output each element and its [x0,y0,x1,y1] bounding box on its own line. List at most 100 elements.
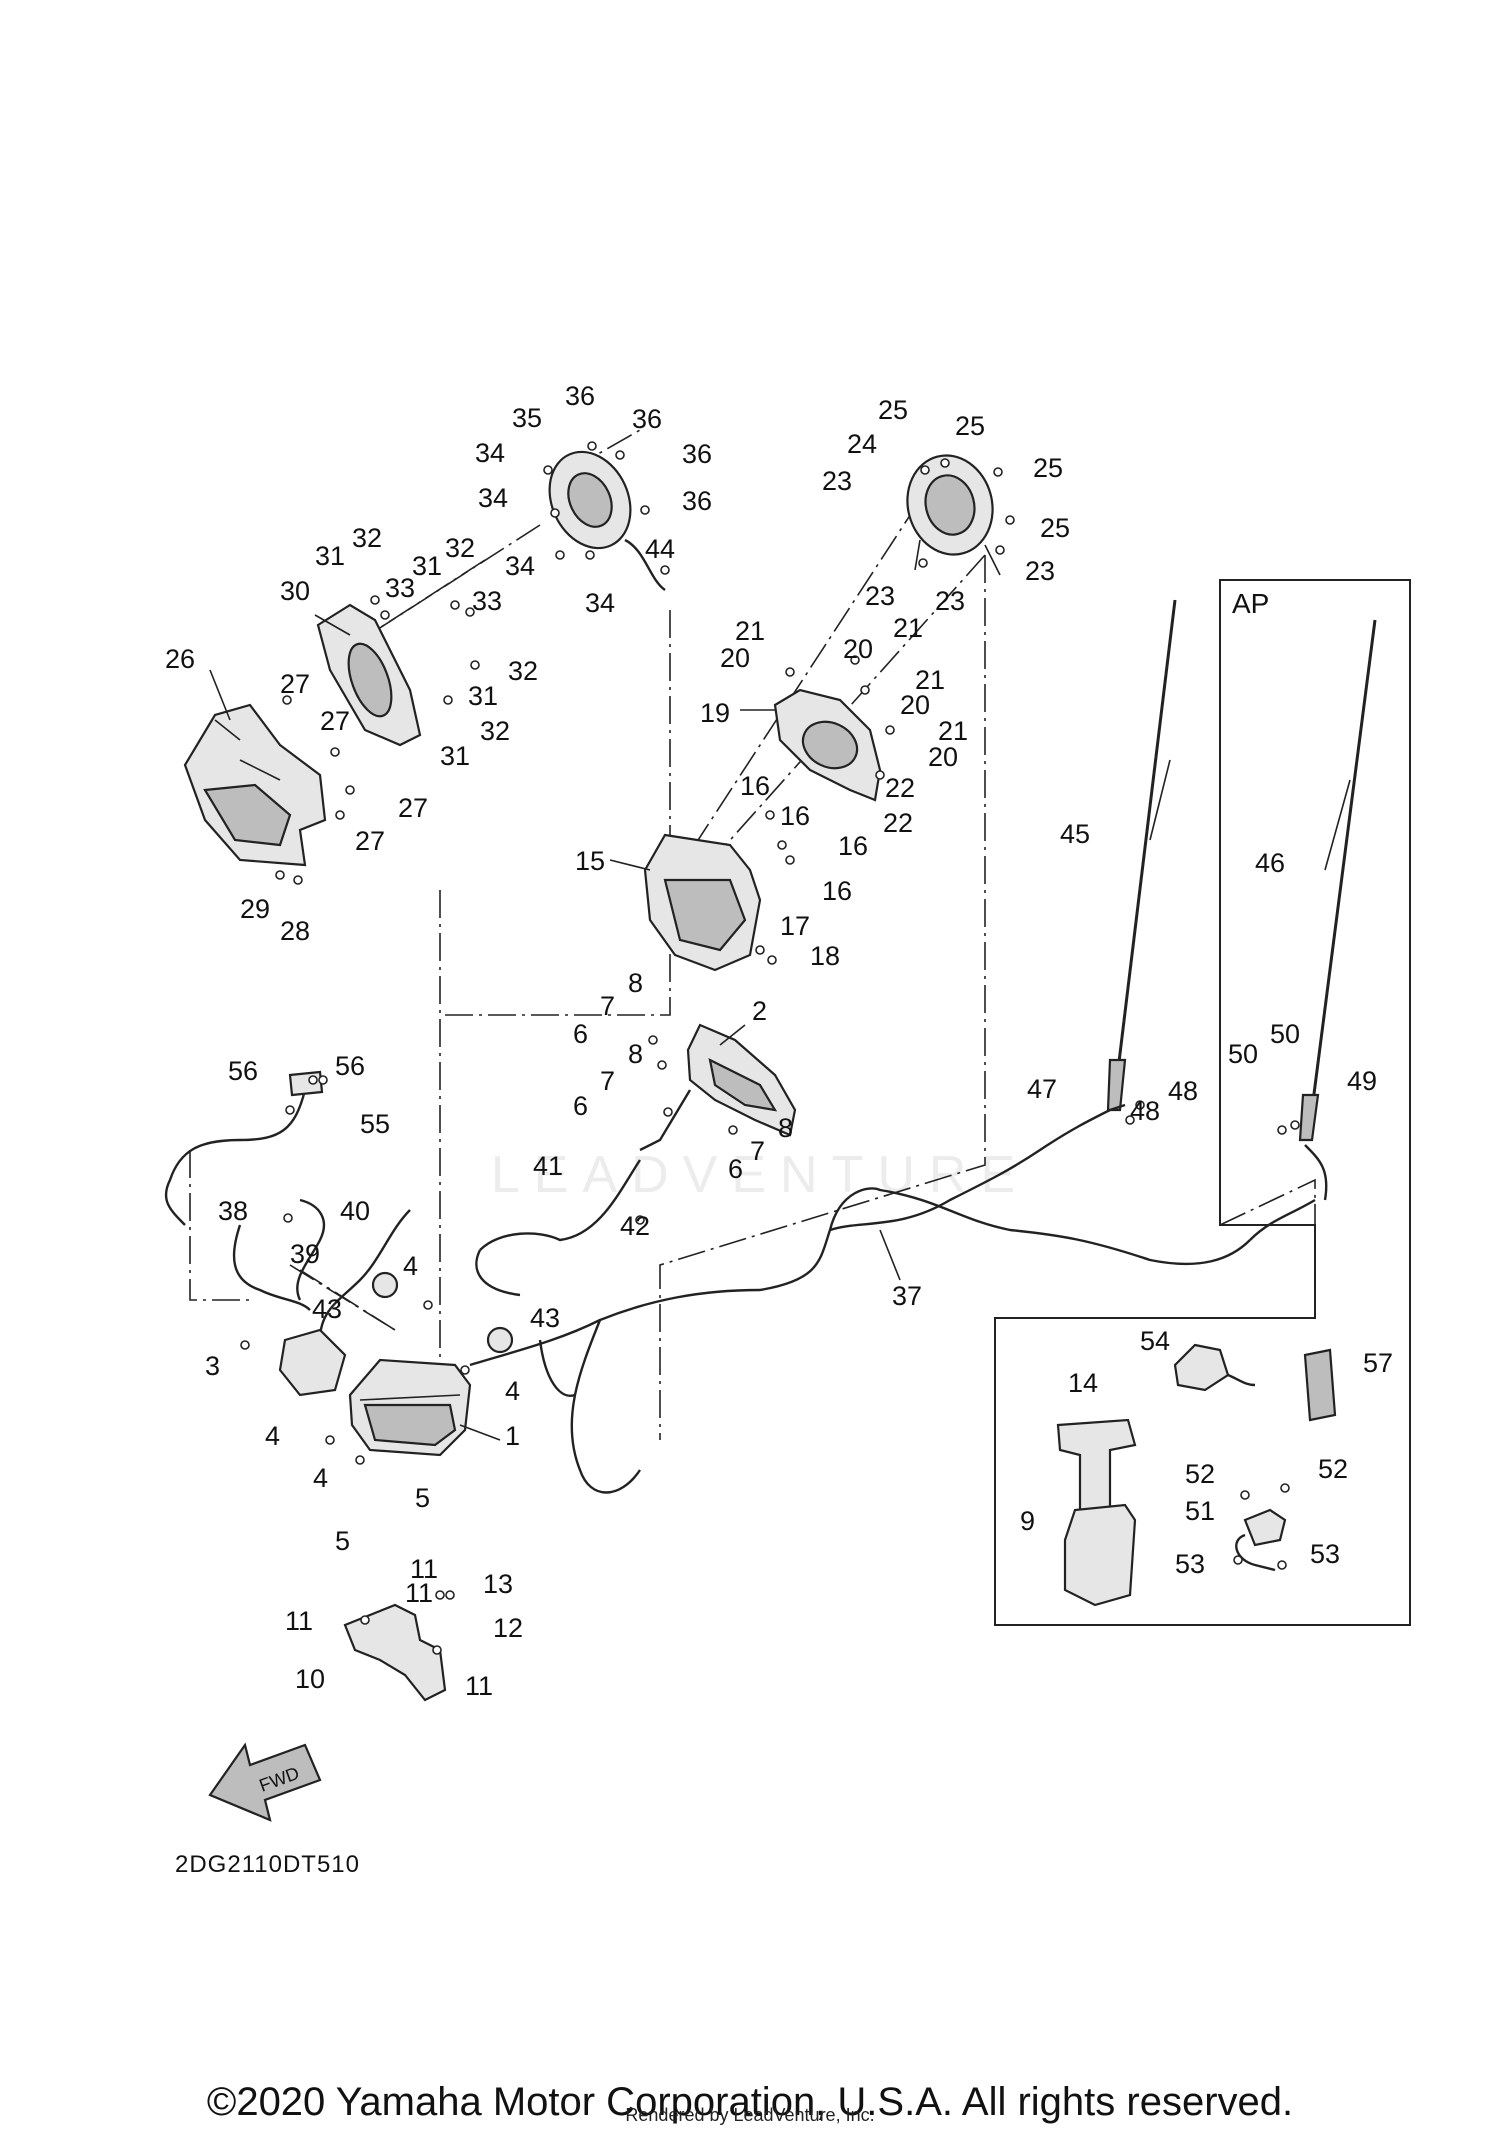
part-label: 27 [398,793,428,823]
part-label: 6 [573,1091,588,1121]
part-label: 30 [280,576,310,606]
part-label: 54 [1140,1326,1170,1356]
part-9-module [1063,1503,1137,1607]
part-label: 4 [403,1251,418,1281]
part-label: 14 [1068,1368,1098,1398]
part-label: 15 [575,846,605,876]
part-label: 25 [1033,453,1063,483]
part-label: 28 [280,916,310,946]
part-label: 6 [573,1019,588,1049]
part-label: 12 [493,1613,523,1643]
rendered-by-credit: Rendered by LeadVenture, Inc. [625,2105,875,2125]
part-label: 26 [165,644,195,674]
part-label: 4 [265,1421,280,1451]
part-10-bracket [343,1603,447,1702]
part-label: 7 [600,1066,615,1096]
part-label: 47 [1027,1074,1057,1104]
part-label: 27 [355,826,385,856]
part-label: 31 [440,741,470,771]
part-label: 33 [385,573,415,603]
part-label: 1 [505,1421,520,1451]
part-label: 8 [778,1113,793,1143]
part-label: 39 [290,1239,320,1269]
part-36-speaker [548,450,666,591]
part-label: 11 [410,1554,438,1584]
part-label: 23 [935,586,965,616]
part-label: 19 [700,698,730,728]
part-label: 16 [838,831,868,861]
part-label: 53 [1175,1549,1205,1579]
part-25-speaker [906,454,1001,576]
fwd-arrow: FWD [208,1742,322,1822]
ap-box-title: AP [1232,588,1269,619]
part-label: 22 [885,773,915,803]
part-label: 25 [878,395,908,425]
part-label: 44 [645,534,675,564]
part-label: 23 [822,466,852,496]
part-label: 29 [240,894,270,924]
wiring-harness [469,1103,1328,1494]
part-label: 41 [533,1151,563,1181]
part-label: 56 [228,1056,258,1086]
part-label: 49 [1347,1066,1377,1096]
part-label: 34 [478,483,508,513]
part-label: 4 [313,1463,328,1493]
part-54-sensor [1173,1343,1256,1392]
part-label: 5 [415,1483,430,1513]
part-1-control-box [348,1358,472,1457]
part-label: 56 [335,1051,365,1081]
part-labels: 1 2 3 4 4 4 4 5 5 6 6 6 7 7 7 8 8 8 9 10… [165,381,1393,1701]
part-label: 11 [405,1578,433,1608]
part-19-frame [773,688,882,802]
part-label: 27 [320,706,350,736]
part-label: 51 [1185,1496,1215,1526]
part-label: 34 [585,588,615,618]
part-label: 36 [565,381,595,411]
part-label: 21 [915,665,945,695]
part-label: 38 [218,1196,248,1226]
part-label: 48 [1168,1076,1198,1106]
part-label: 20 [843,634,873,664]
part-label: 11 [285,1606,313,1636]
part-label: 33 [472,586,502,616]
part-label: 18 [810,941,840,971]
part-15-housing [643,833,762,972]
part-label: 52 [1318,1454,1348,1484]
part-label: 21 [938,716,968,746]
part-label: 10 [295,1664,325,1694]
part-label: 55 [360,1109,390,1139]
part-14-bracket [1056,1418,1137,1512]
part-label: 37 [892,1281,922,1311]
part-label: 16 [822,876,852,906]
part-2-display [639,1023,797,1152]
part-label: 23 [865,581,895,611]
part-label: 4 [505,1376,520,1406]
part-label: 13 [483,1569,513,1599]
part-label: 20 [928,742,958,772]
part-label: 25 [955,411,985,441]
part-label: 42 [620,1211,650,1241]
part-label: 23 [1025,556,1055,586]
part-label: 48 [1130,1096,1160,1126]
part-label: 16 [780,801,810,831]
part-label: 7 [750,1136,765,1166]
part-label: 50 [1228,1039,1258,1069]
part-label: 31 [468,681,498,711]
part-label: 9 [1020,1506,1035,1536]
part-label: 25 [1040,513,1070,543]
diagram-code: 2DG2110DT510 [175,1851,360,1878]
part-label: 43 [530,1303,560,1333]
part-label: 50 [1270,1019,1300,1049]
part-46-antenna [1298,619,1377,1142]
part-label: 24 [847,429,877,459]
part-label: 36 [682,486,712,516]
watermark: LEADVENTURE [490,1146,1030,1204]
part-label: 11 [465,1671,493,1701]
part-label: 32 [480,716,510,746]
part-label: 20 [900,690,930,720]
connector-cluster [278,1271,514,1397]
hardware-bolts [240,441,1300,1655]
part-label: 57 [1363,1348,1393,1378]
part-label: 21 [893,613,923,643]
